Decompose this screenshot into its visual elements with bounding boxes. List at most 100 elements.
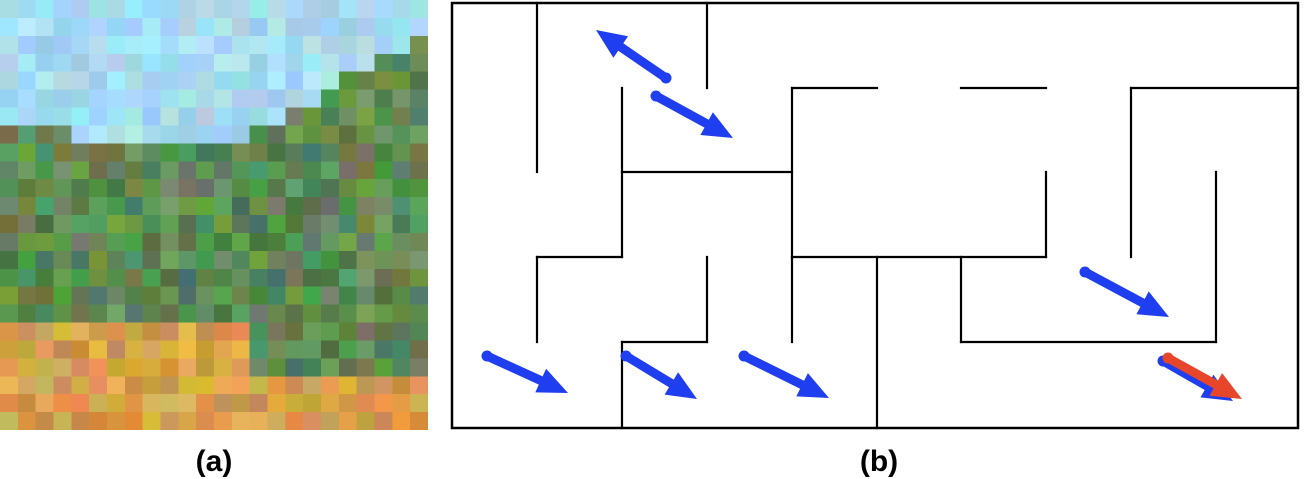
- pixel-block: [410, 322, 428, 342]
- pixel-block: [89, 304, 108, 324]
- pixel-block: [196, 358, 215, 377]
- pixel-block: [392, 143, 411, 162]
- pixel-block: [35, 143, 55, 162]
- pixel-block: [267, 304, 286, 324]
- arrow-4: [620, 350, 697, 399]
- pixel-block: [160, 232, 179, 252]
- pixel-block: [338, 376, 358, 395]
- pixel-block: [35, 161, 55, 180]
- pixel-block: [410, 304, 428, 324]
- pixel-block: [71, 322, 90, 342]
- pixel-block: [0, 286, 19, 306]
- pixel-block: [249, 412, 269, 430]
- pixel-block: [267, 35, 286, 55]
- pixel-block: [321, 394, 340, 413]
- pixel-block: [267, 358, 286, 377]
- pixel-block: [160, 250, 179, 270]
- pixel-block: [107, 143, 126, 162]
- pixel-block: [0, 376, 19, 395]
- pixel-block: [214, 179, 233, 198]
- pixel-block: [303, 161, 322, 180]
- pixel-block: [231, 125, 251, 144]
- pixel-block: [214, 286, 233, 306]
- pixel-block: [35, 89, 55, 109]
- pixel-block: [0, 394, 19, 413]
- pixel-block: [71, 304, 90, 324]
- pixel-block: [214, 268, 233, 288]
- pixel-block: [374, 89, 393, 109]
- pixel-block: [249, 322, 269, 342]
- pixel-block: [214, 89, 233, 109]
- pixel-block: [303, 179, 322, 198]
- pixel-block: [321, 143, 340, 162]
- pixel-block: [0, 304, 19, 324]
- pixel-block: [0, 268, 19, 288]
- pixel-block: [142, 268, 162, 288]
- pixel-block: [338, 17, 358, 37]
- pixel-block: [35, 215, 55, 234]
- pixel-block: [107, 71, 126, 91]
- pixel-block: [267, 0, 286, 19]
- pixel-block: [196, 304, 215, 324]
- pixel-block: [231, 161, 251, 180]
- pixel-block: [107, 125, 126, 144]
- pixel-block: [196, 394, 215, 413]
- pixel-block: [410, 340, 428, 359]
- pixel-block: [214, 376, 233, 395]
- pixel-block: [214, 161, 233, 180]
- pixel-block: [196, 268, 215, 288]
- pixel-block: [35, 107, 55, 127]
- pixel-block: [0, 71, 19, 91]
- pixel-block: [178, 376, 197, 395]
- pixel-block: [17, 376, 37, 395]
- pixel-block: [160, 376, 179, 395]
- pixel-block: [231, 35, 251, 55]
- pixel-block: [107, 340, 126, 359]
- pixel-block: [71, 215, 90, 234]
- pixel-block: [71, 53, 90, 73]
- pixel-block: [17, 358, 37, 377]
- pixel-block: [17, 107, 37, 127]
- pixel-block: [71, 412, 90, 430]
- arrow-2: [650, 90, 733, 138]
- pixel-block: [231, 322, 251, 342]
- pixel-block: [321, 161, 340, 180]
- pixel-block: [71, 125, 90, 144]
- arrows-layer: [481, 30, 1242, 401]
- pixel-block: [107, 161, 126, 180]
- pixel-block: [71, 161, 90, 180]
- pixel-block: [285, 197, 304, 216]
- pixel-block: [53, 358, 72, 377]
- pixel-block: [338, 322, 358, 342]
- arrow-5-tail: [738, 350, 750, 362]
- pixel-block: [214, 107, 233, 127]
- pixel-block: [285, 412, 304, 430]
- pixel-block: [374, 268, 393, 288]
- pixel-block: [196, 286, 215, 306]
- pixel-block: [124, 250, 144, 270]
- pixel-block: [374, 340, 393, 359]
- pixel-block: [124, 0, 144, 19]
- pixel-block: [285, 394, 304, 413]
- pixel-block: [392, 376, 411, 395]
- pixel-block: [0, 107, 19, 127]
- pixel-block: [303, 358, 322, 377]
- pixel-block: [356, 17, 376, 37]
- pixel-block: [356, 215, 376, 234]
- pixel-block: [338, 35, 358, 55]
- pixel-block: [196, 89, 215, 109]
- pixel-block: [356, 286, 376, 306]
- pixel-block: [196, 71, 215, 91]
- pixel-block: [338, 161, 358, 180]
- pixel-block: [53, 322, 72, 342]
- pixel-block: [374, 197, 393, 216]
- pixel-block: [89, 250, 108, 270]
- pixel-block: [374, 394, 393, 413]
- pixel-block: [35, 268, 55, 288]
- pixel-block: [124, 268, 144, 288]
- pixel-block: [338, 304, 358, 324]
- pixel-block: [374, 358, 393, 377]
- pixel-block: [392, 268, 411, 288]
- pixel-block: [249, 53, 269, 73]
- pixel-block: [410, 0, 428, 19]
